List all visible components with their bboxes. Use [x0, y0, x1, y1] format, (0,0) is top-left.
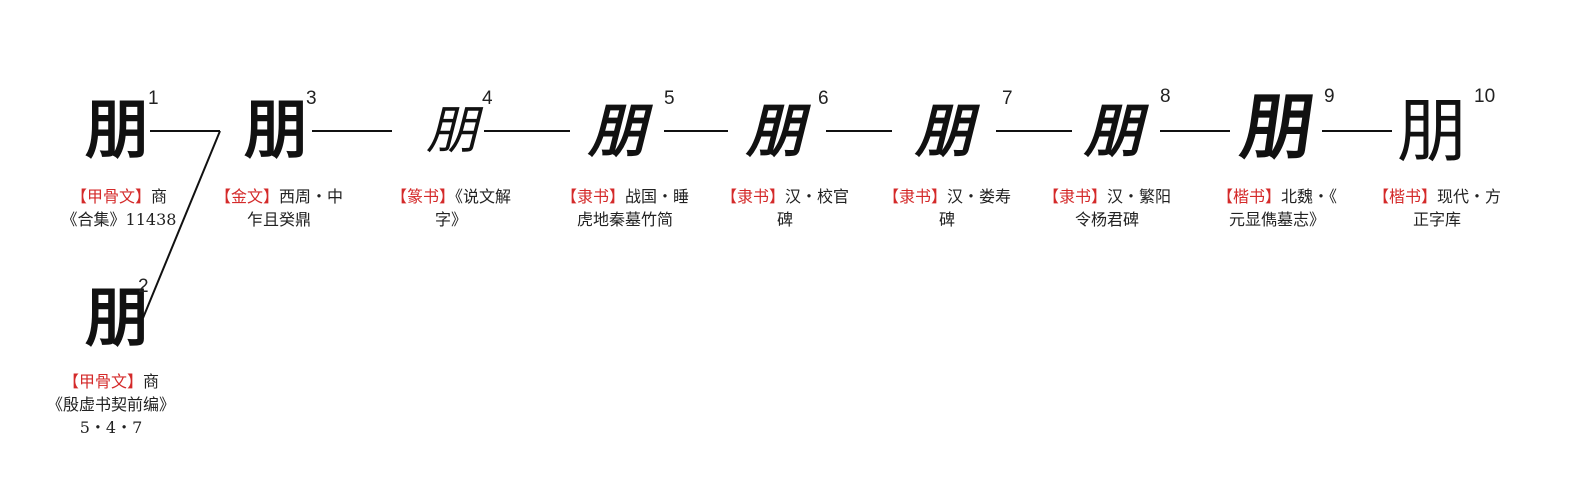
stage-number: 1 [148, 88, 159, 109]
stage-number: 3 [306, 88, 317, 109]
source-line-1: 汉・校官 [785, 187, 850, 206]
source-line-2: 令杨君碑 [1074, 210, 1139, 229]
glyph-seal: 朋 [425, 101, 478, 161]
connector-1-3 [150, 130, 220, 132]
source-line-2: 字》 [434, 210, 467, 229]
stage-number: 6 [818, 88, 829, 109]
connector-8-9 [1160, 130, 1230, 132]
stage-number: 2 [138, 276, 149, 297]
source-line-2: 乍且癸鼎 [246, 210, 311, 229]
source-line-1: 商 [151, 187, 168, 206]
source-line-1: 汉・娄寿 [947, 187, 1012, 206]
glyph-clerical-7: 朋 [911, 97, 987, 165]
caption-stage-9: 【楷书】北魏・《 元显儁墓志》 [1192, 185, 1362, 231]
caption-stage-7: 【隶书】汉・娄寿 碑 [862, 185, 1032, 231]
glyph-clerical-5: 朋 [584, 97, 660, 165]
script-type: 【楷书】 [1372, 187, 1437, 206]
glyph-regular-9: 朋 [1236, 85, 1320, 169]
glyph-clerical-6: 朋 [742, 97, 818, 165]
stage-number: 5 [664, 88, 675, 109]
caption-stage-2: 【甲骨文】商 《殷虚书契前编》 5・4・7 [26, 370, 196, 439]
script-type: 【隶书】 [1042, 187, 1107, 206]
connector-6-7 [826, 130, 892, 132]
source-line-1: 现代・方 [1437, 187, 1502, 206]
caption-stage-8: 【隶书】汉・繁阳 令杨君碑 [1022, 185, 1192, 231]
stage-number: 7 [1002, 88, 1013, 109]
glyph-bronze: 朋 [244, 94, 308, 168]
script-type: 【隶书】 [560, 187, 625, 206]
glyph-oracle-bone-1: 朋 [85, 94, 149, 168]
source-line-2: 碑 [938, 210, 955, 229]
source-line-1: 《说文解 [455, 187, 512, 206]
source-line-1: 汉・繁阳 [1107, 187, 1172, 206]
source-line-2: 正字库 [1412, 210, 1461, 229]
source-line-2: 碑 [776, 210, 793, 229]
source-line-2: 虎地秦墓竹简 [576, 210, 673, 229]
glyph-regular-10: 朋 [1397, 90, 1467, 172]
source-line-2: 元显儁墓志》 [1228, 210, 1325, 229]
script-type: 【甲骨文】 [62, 372, 143, 391]
script-type: 【篆书】 [390, 187, 455, 206]
source-line-1: 商 [143, 372, 160, 391]
source-line-2: 《殷虚书契前编》 [46, 395, 175, 414]
caption-stage-10: 【楷书】现代・方 正字库 [1352, 185, 1522, 231]
caption-stage-1: 【甲骨文】商 《合集》11438 [34, 185, 204, 231]
glyph-clerical-8: 朋 [1080, 97, 1156, 165]
stage-number: 8 [1160, 86, 1171, 107]
script-type: 【楷书】 [1216, 187, 1281, 206]
source-line-1: 北魏・《 [1281, 187, 1338, 206]
stage-number: 10 [1474, 86, 1496, 107]
source-line-1: 西周・中 [279, 187, 344, 206]
caption-stage-4: 【篆书】《说文解 字》 [366, 185, 536, 231]
script-type: 【隶书】 [720, 187, 785, 206]
source-line-3: 5・4・7 [79, 418, 143, 437]
stage-number: 4 [482, 88, 493, 109]
source-line-1: 战国・睡 [625, 187, 690, 206]
script-type: 【隶书】 [882, 187, 947, 206]
script-type: 【甲骨文】 [70, 187, 151, 206]
connector-7-8 [996, 130, 1072, 132]
glyph-oracle-bone-2: 朋 [85, 282, 149, 356]
caption-stage-6: 【隶书】汉・校官 碑 [700, 185, 870, 231]
stage-number: 9 [1324, 86, 1335, 107]
connector-3-4 [312, 130, 392, 132]
connector-5-6 [664, 130, 728, 132]
caption-stage-3: 【金文】西周・中 乍且癸鼎 [194, 185, 364, 231]
caption-stage-5: 【隶书】战国・睡 虎地秦墓竹简 [540, 185, 710, 231]
connector-9-10 [1322, 130, 1392, 132]
source-line-2: 《合集》11438 [61, 210, 177, 229]
script-type: 【金文】 [214, 187, 279, 206]
connector-4-5 [484, 130, 570, 132]
